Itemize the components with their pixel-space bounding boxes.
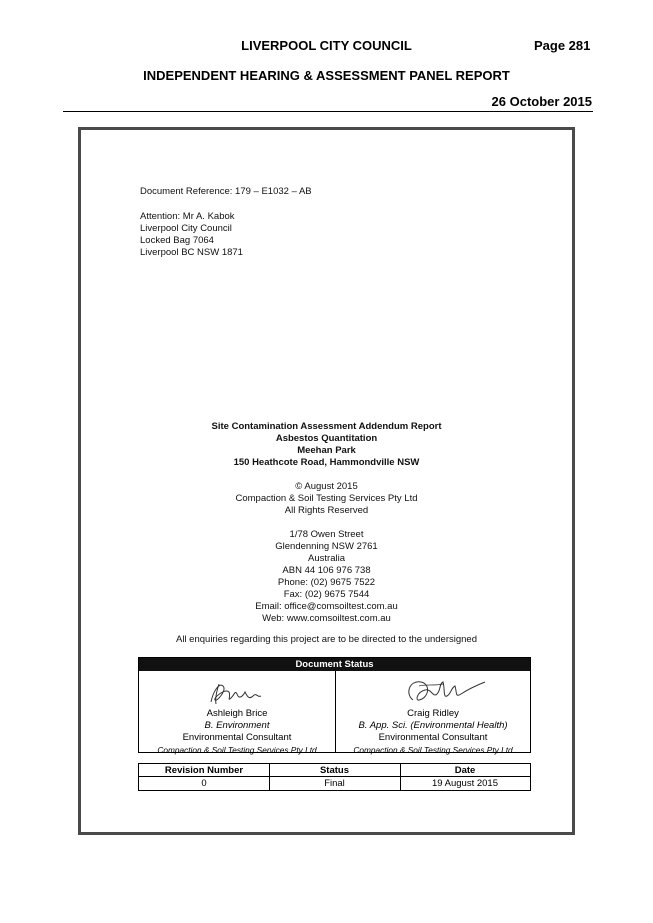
- document-reference: Document Reference: 179 – E1032 – AB: [140, 186, 312, 197]
- signatory-name: Craig Ridley: [407, 708, 459, 719]
- company-suburb: Glendenning NSW 2761: [275, 541, 378, 552]
- company-fax: Fax: (02) 9675 7544: [283, 589, 370, 600]
- page-number: Page 281: [534, 38, 591, 53]
- revision-number-cell: 0: [201, 778, 207, 789]
- table-row: 0 Final 19 August 2015: [139, 777, 530, 790]
- signatory-company: Compaction & Soil Testing Services Pty L…: [157, 745, 317, 755]
- company-phone: Phone: (02) 9675 7522: [277, 577, 376, 588]
- company-street: 1/78 Owen Street: [289, 529, 364, 540]
- signature-image: [139, 672, 335, 708]
- signature-image: [335, 672, 531, 708]
- column-header: Date: [454, 765, 476, 776]
- report-heading: Site Contamination Assessment Addendum R…: [211, 421, 442, 432]
- status-divider: [335, 671, 336, 752]
- scanned-document-frame: [78, 127, 575, 835]
- table-divider: [139, 776, 530, 777]
- address-line: Liverpool BC NSW 1871: [140, 247, 243, 258]
- table-column-divider: [400, 764, 401, 790]
- report-subheading: Asbestos Quantitation: [275, 433, 378, 444]
- report-title: INDEPENDENT HEARING & ASSESSMENT PANEL R…: [143, 68, 510, 83]
- copyright-line: © August 2015: [295, 481, 358, 492]
- attention-line: Attention: Mr A. Kabok: [140, 211, 235, 222]
- table-column-divider: [269, 764, 270, 790]
- signatory-role: Environmental Consultant: [182, 732, 292, 743]
- company-name: Compaction & Soil Testing Services Pty L…: [235, 493, 418, 504]
- status-cell: Final: [324, 778, 345, 789]
- company-email: Email: office@comsoiltest.com.au: [255, 601, 398, 612]
- signatory-name: Ashleigh Brice: [206, 708, 268, 719]
- date-cell: 19 August 2015: [431, 778, 499, 789]
- column-header: Revision Number: [164, 765, 244, 776]
- signatory-role: Environmental Consultant: [378, 732, 488, 743]
- address-line: Liverpool City Council: [140, 223, 232, 234]
- revision-table: Revision Number Status Date 0 Final 19 A…: [138, 763, 531, 791]
- signatory-qualification: B. Environment: [204, 720, 270, 731]
- enquiries-note: All enquiries regarding this project are…: [175, 634, 478, 645]
- signatory-company: Compaction & Soil Testing Services Pty L…: [353, 745, 513, 755]
- report-date: 26 October 2015: [491, 94, 592, 109]
- company-country: Australia: [308, 553, 345, 564]
- signatory-qualification: B. App. Sci. (Environmental Health): [358, 720, 508, 731]
- document-status-box: Document Status Ashleigh Brice B. Enviro…: [138, 657, 531, 756]
- signatory-right: Craig Ridley B. App. Sci. (Environmental…: [335, 672, 531, 756]
- column-header: Status: [319, 765, 350, 776]
- address-line: Locked Bag 7064: [140, 235, 214, 246]
- header-divider: [63, 111, 593, 112]
- company-abn: ABN 44 106 976 738: [282, 565, 371, 576]
- site-address: 150 Heathcote Road, Hammondville NSW: [233, 457, 420, 468]
- table-header-row: Revision Number Status Date: [139, 764, 530, 777]
- company-web: Web: www.comsoiltest.com.au: [262, 613, 391, 624]
- rights-line: All Rights Reserved: [284, 505, 369, 516]
- signatory-left: Ashleigh Brice B. Environment Environmen…: [139, 672, 335, 756]
- council-name: LIVERPOOL CITY COUNCIL: [241, 38, 412, 53]
- document-status-heading: Document Status: [139, 658, 530, 671]
- site-name: Meehan Park: [297, 445, 356, 456]
